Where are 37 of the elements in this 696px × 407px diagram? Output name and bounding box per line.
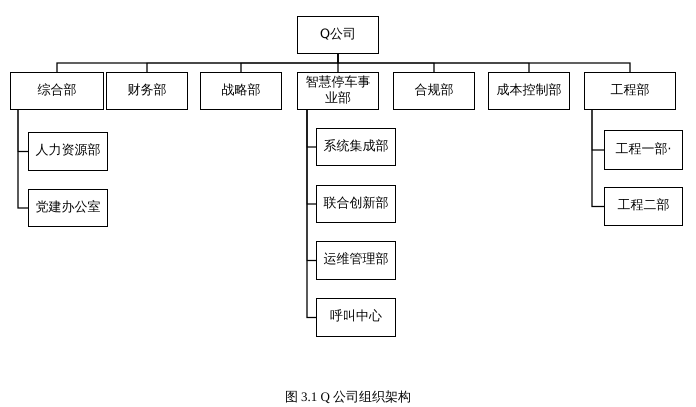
org-unit-box [393,72,475,110]
unit-name: 人力资源部 [36,143,100,160]
unit-name: 党建办公室 [36,200,100,216]
unit-name: 成本控制部 [496,82,562,100]
org-unit-box [28,189,108,227]
org-unit-box [28,132,108,171]
unit-name: 运维管理部 [324,252,388,269]
connector-line [337,54,631,72]
unit-name: 综合部 [38,82,76,100]
org-unit-box [10,72,104,110]
unit-name: 财务部 [128,82,166,100]
org-unit-box [106,72,188,110]
unit-name: 工程二部 [618,198,670,215]
unit-name: 系统集成部 [324,138,388,156]
org-unit-box [316,241,396,280]
org-unit-box [604,187,683,226]
org-unit-box [604,130,683,170]
unit-name: 智慧停车事业部 [304,74,372,108]
unit-name: Q公司 [320,26,356,44]
org-unit-box [316,128,396,166]
org-unit-box [297,72,379,110]
figure-caption: 图 3.1 Q 公司组织架构 [284,388,412,406]
org-unit-box [488,72,570,110]
connector-line [591,110,604,208]
org-unit-box [316,185,396,223]
connector-line [17,110,28,209]
org-unit-box [297,16,379,54]
org-unit-box [316,298,396,337]
unit-name: 战略部 [222,82,260,100]
connector-line [306,110,316,318]
org-unit-box [200,72,282,110]
unit-name: 工程一部· [615,142,672,158]
unit-name: 联合创新部 [324,196,388,212]
unit-name: 呼叫中心 [330,309,382,326]
org-unit-box [584,72,676,110]
unit-name: 合规部 [414,82,454,100]
unit-name: 工程部 [610,82,650,100]
